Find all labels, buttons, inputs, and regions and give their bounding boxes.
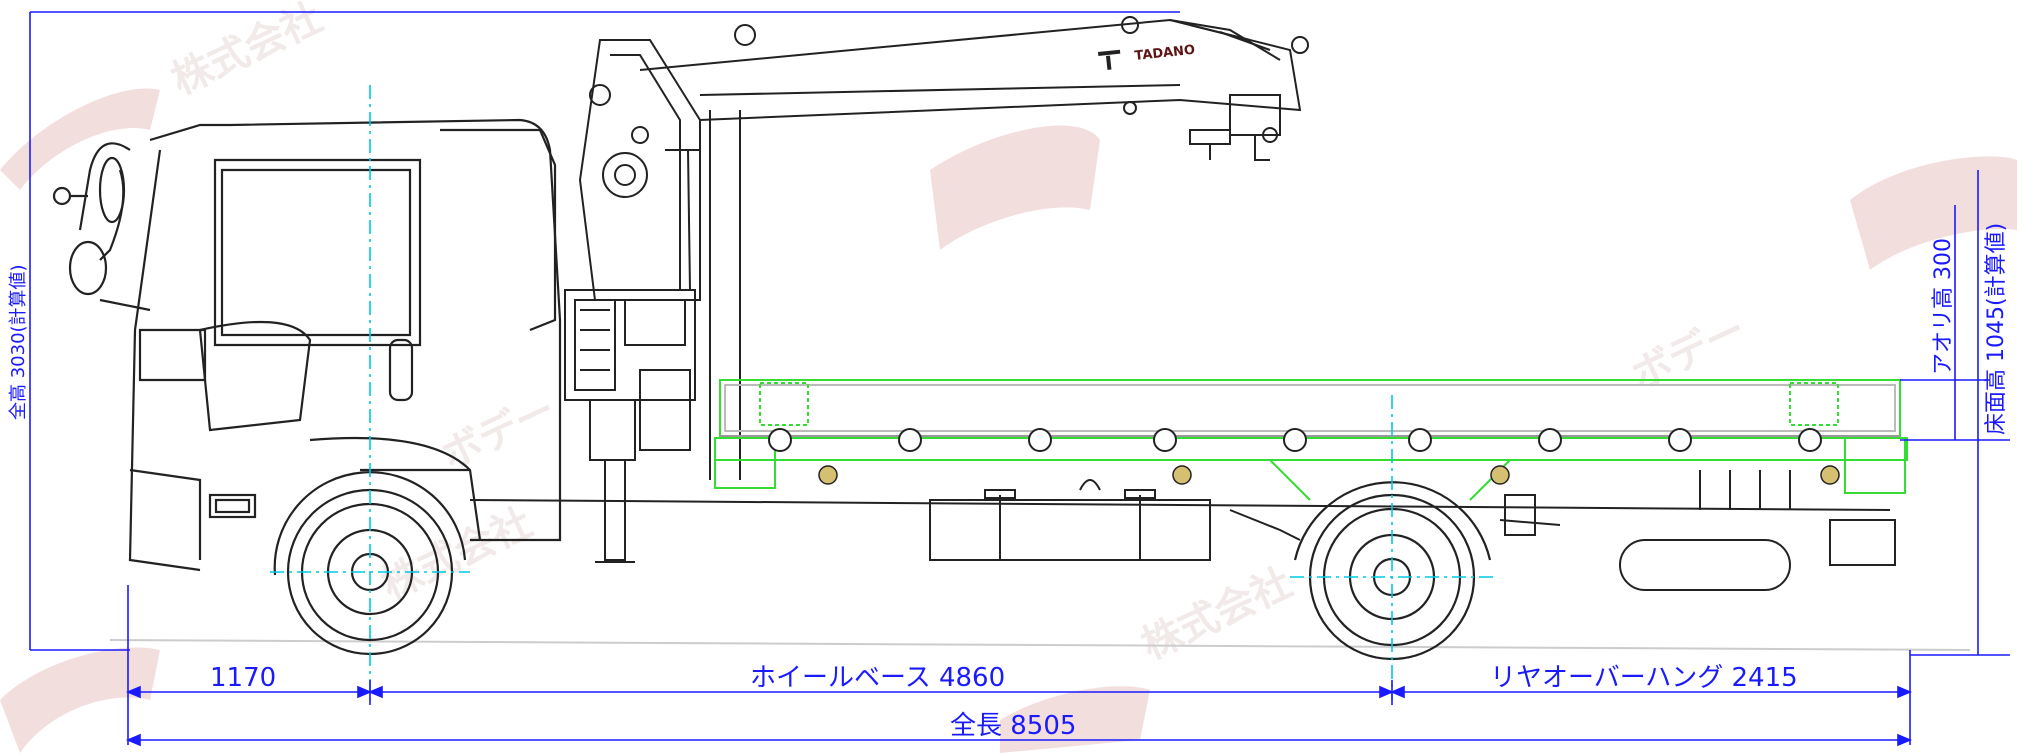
svg-text:株式会社: 株式会社	[375, 500, 539, 609]
dimension-total-length: 全長 8505	[950, 711, 1076, 741]
svg-text:株式会社: 株式会社	[1135, 560, 1299, 669]
center-lines	[270, 85, 1495, 700]
dimension-rear-overhang: リヤオーバーハング 2415	[1490, 663, 1798, 693]
crane	[564, 16, 1309, 563]
dimension-tailgate-height: アオリ高 300	[1931, 238, 1956, 375]
bed-hinges	[768, 428, 1822, 452]
truck-cab	[52, 118, 562, 572]
tadano-logo-icon	[1098, 49, 1121, 70]
dimension-bed-height: 床面高 1045(計算値)	[1984, 223, 2009, 435]
chassis	[469, 470, 1896, 591]
cargo-bed	[714, 379, 1908, 501]
svg-text:ボデー: ボデー	[435, 387, 563, 479]
dimension-wheelbase: ホイールベース 4860	[750, 663, 1005, 693]
ground-line	[109, 639, 1971, 651]
dimension-lines	[29, 11, 2010, 747]
svg-text:株式会社: 株式会社	[165, 0, 329, 104]
crane-brand-label: TADANO	[1134, 43, 1196, 64]
dimension-front-overhang: 1170	[210, 663, 276, 693]
bed-markers	[818, 465, 1840, 485]
dimension-total-height: 全高 3030(計算値)	[8, 264, 29, 420]
